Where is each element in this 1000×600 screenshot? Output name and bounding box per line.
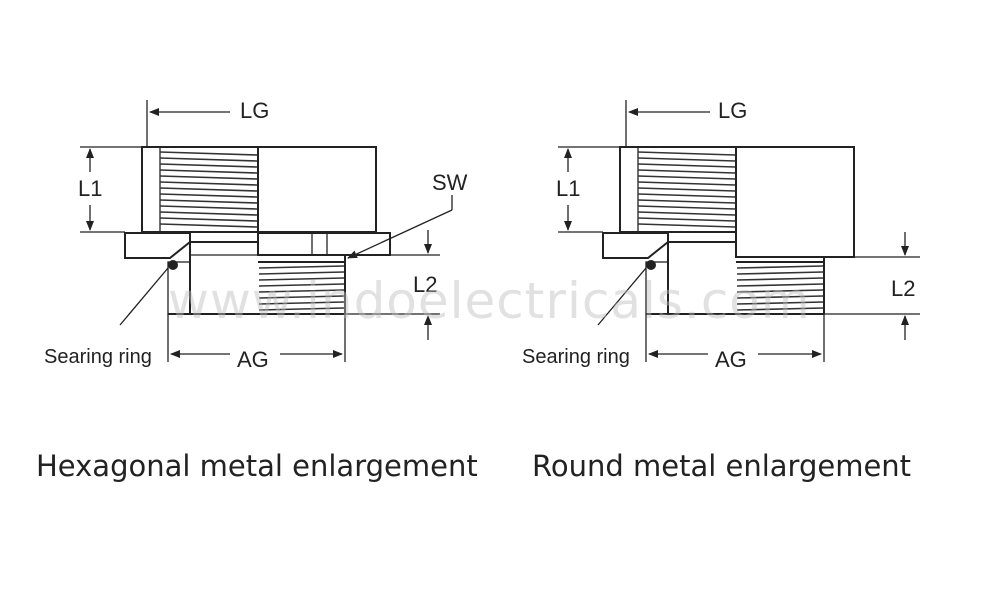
- thread-line: [159, 157, 258, 162]
- thread-line: [258, 277, 345, 281]
- searing-ring-label: Searing ring: [44, 346, 152, 368]
- thread-line: [637, 223, 736, 228]
- thread-line: [637, 151, 736, 156]
- thread-line: [159, 223, 258, 228]
- thread-line: [736, 265, 824, 269]
- l1-label: L1: [78, 176, 102, 201]
- thread-line: [258, 289, 345, 293]
- thread-line: [637, 205, 736, 210]
- thread-line: [258, 271, 345, 275]
- l2-label: L2: [891, 276, 915, 301]
- thread-line: [637, 187, 736, 192]
- thread-line: [637, 211, 736, 216]
- thread-line: [159, 169, 258, 174]
- lg-label: LG: [718, 98, 747, 123]
- searing-ring-label: Searing ring: [522, 346, 630, 368]
- thread-line: [258, 307, 345, 311]
- thread-line: [637, 169, 736, 174]
- thread-line: [159, 199, 258, 204]
- thread-line: [736, 301, 824, 305]
- round-collar: [602, 232, 736, 259]
- ag-label: AG: [237, 347, 269, 372]
- dimension-lines: [80, 100, 453, 362]
- thread-line: [637, 181, 736, 186]
- thread-line: [258, 295, 345, 299]
- ag-label: AG: [715, 347, 747, 372]
- l1-label: L1: [556, 176, 580, 201]
- hex-collar: [124, 232, 391, 259]
- upper-thread-section: [141, 146, 377, 233]
- thread-line: [258, 301, 345, 305]
- lg-label: LG: [240, 98, 269, 123]
- thread-line: [736, 271, 824, 275]
- thread-line: [159, 193, 258, 198]
- thread-line: [637, 163, 736, 168]
- thread-line: [159, 163, 258, 168]
- thread-line: [258, 265, 345, 269]
- thread-line: [159, 217, 258, 222]
- thread-line: [637, 217, 736, 222]
- thread-line: [159, 181, 258, 186]
- sealing-ring: [168, 260, 178, 270]
- thread-line: [736, 277, 824, 281]
- thread-line: [736, 307, 824, 311]
- thread-line: [736, 295, 824, 299]
- sealing-ring: [646, 260, 656, 270]
- watermark: www.indoelectricals.com: [168, 272, 811, 330]
- thread-line: [637, 199, 736, 204]
- thread-line: [159, 151, 258, 156]
- thread-line: [159, 211, 258, 216]
- thread-line: [637, 175, 736, 180]
- l2-label: L2: [413, 272, 437, 297]
- hexagonal-enlargement-drawing: LG L1 SW L2 AG Searing ring: [44, 98, 468, 372]
- round-enlargement-drawing: LG L1 L2 AG Searing ring: [522, 98, 920, 372]
- thread-line: [637, 157, 736, 162]
- thread-line: [258, 283, 345, 287]
- thread-line: [159, 175, 258, 180]
- lower-thread-section: [167, 242, 346, 315]
- thread-line: [159, 187, 258, 192]
- thread-line: [159, 205, 258, 210]
- dimension-lines: [558, 100, 920, 362]
- right-caption: Round metal enlargement: [532, 449, 911, 483]
- sw-label: SW: [432, 170, 468, 195]
- left-caption: Hexagonal metal enlargement: [36, 449, 478, 483]
- thread-line: [736, 289, 824, 293]
- thread-line: [637, 193, 736, 198]
- upper-thread-section: [619, 146, 855, 258]
- thread-line: [736, 283, 824, 287]
- lower-thread-section: [645, 242, 825, 315]
